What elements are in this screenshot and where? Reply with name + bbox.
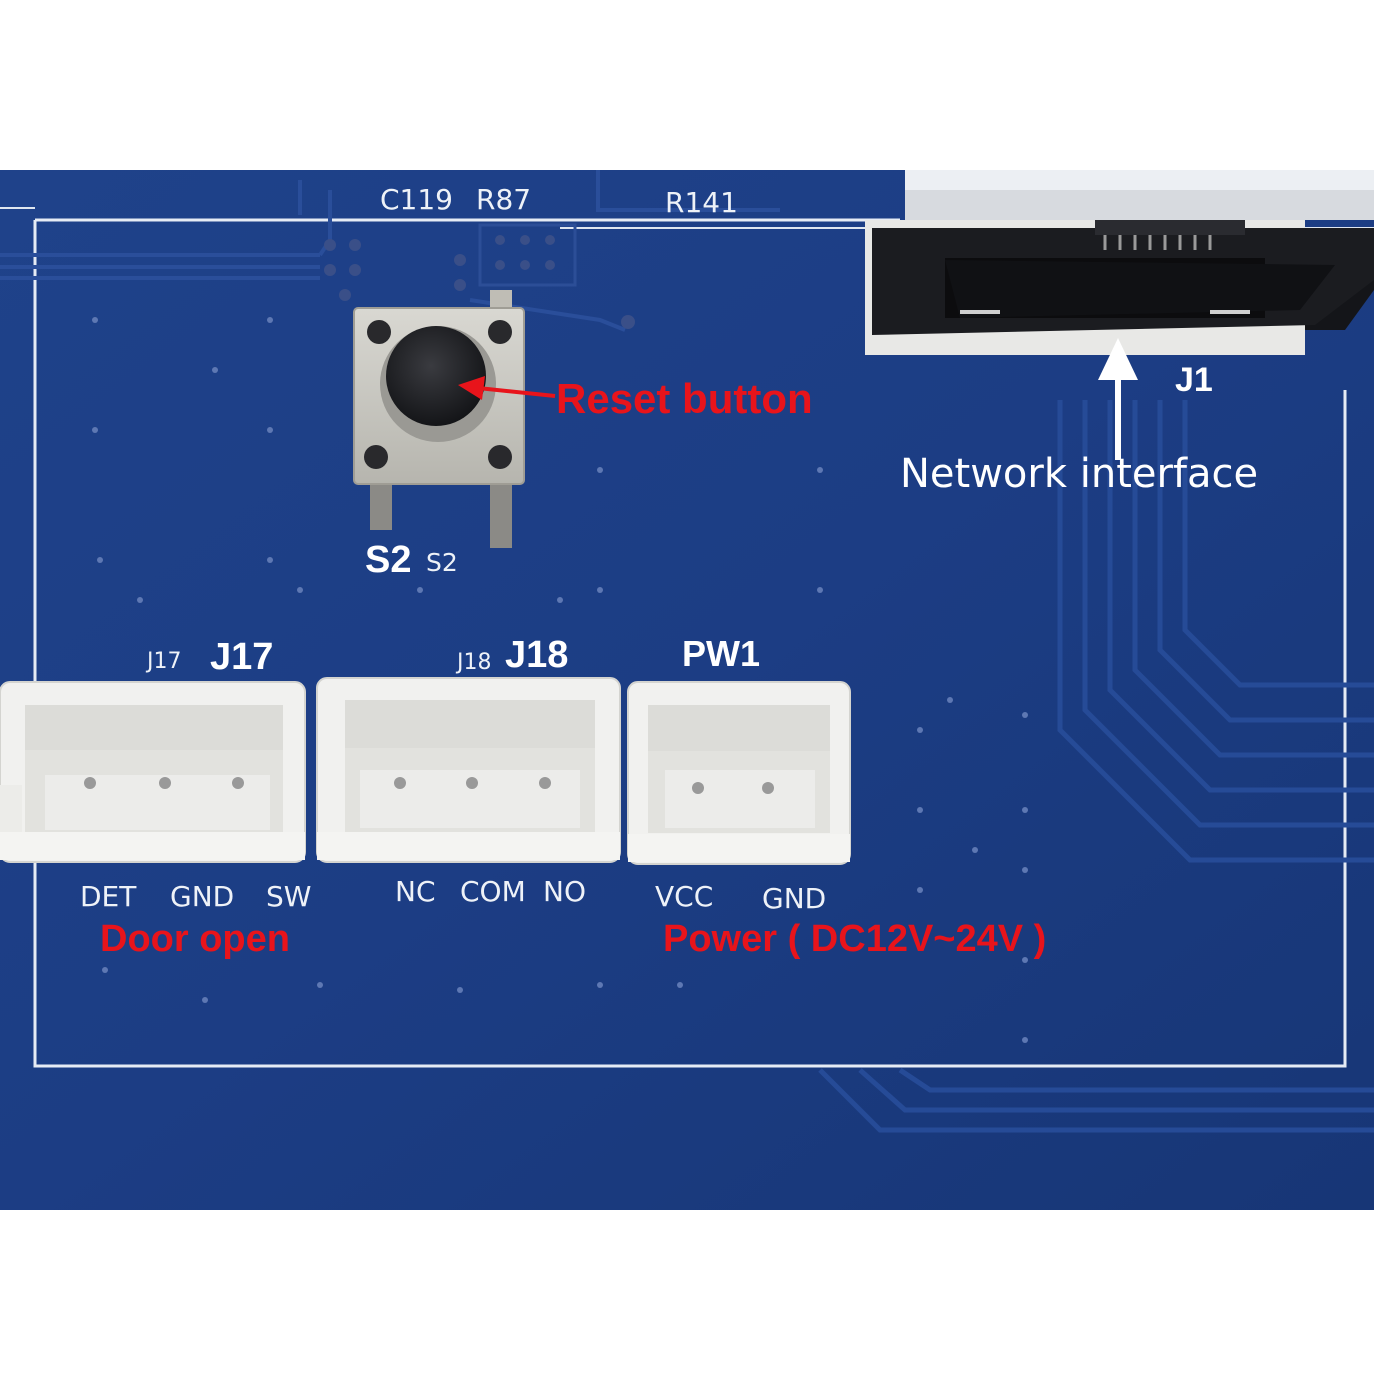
silk-c119: C119 (380, 183, 453, 216)
pin-label-no: NO (543, 875, 586, 908)
connector-j18 (316, 677, 621, 863)
pin-label-com: COM (460, 875, 526, 908)
connector-pw1 (627, 681, 851, 865)
pcb-photo (0, 170, 1374, 1210)
silk-r87: R87 (476, 183, 532, 216)
annotation-network-interface: Network interface (900, 451, 1259, 497)
pin-label-nc: NC (395, 875, 436, 908)
reset-arrow (458, 376, 556, 400)
connector-j17 (0, 681, 306, 863)
silk-j18-large: J18 (505, 634, 569, 676)
silk-j1: J1 (1175, 361, 1213, 399)
annotation-reset-button: Reset button (556, 375, 813, 422)
board-outline (33, 220, 1347, 1068)
pin-label-gnd: GND (170, 880, 235, 913)
pin-label-det: DET (80, 880, 137, 913)
network-arrow (1098, 338, 1138, 460)
rj45-jack-j1 (865, 170, 1374, 355)
silk-pw1: PW1 (682, 633, 761, 674)
reset-button-s2 (353, 290, 525, 548)
silk-j18-small: J18 (457, 650, 492, 675)
annotation-power: Power ( DC12V~24V ) (663, 918, 1047, 960)
pin-label-gnd-power: GND (762, 882, 827, 915)
silk-j17-large: J17 (210, 636, 274, 678)
pin-label-sw: SW (266, 880, 312, 913)
silk-s2-small: S2 (426, 548, 458, 577)
silk-j17-small: J17 (147, 649, 182, 674)
smd-pads (324, 235, 635, 329)
silk-s2-large: S2 (365, 539, 412, 581)
annotation-door-open: Door open (100, 918, 290, 960)
pin-label-vcc: VCC (655, 880, 714, 913)
silk-r141: R141 (665, 186, 738, 219)
